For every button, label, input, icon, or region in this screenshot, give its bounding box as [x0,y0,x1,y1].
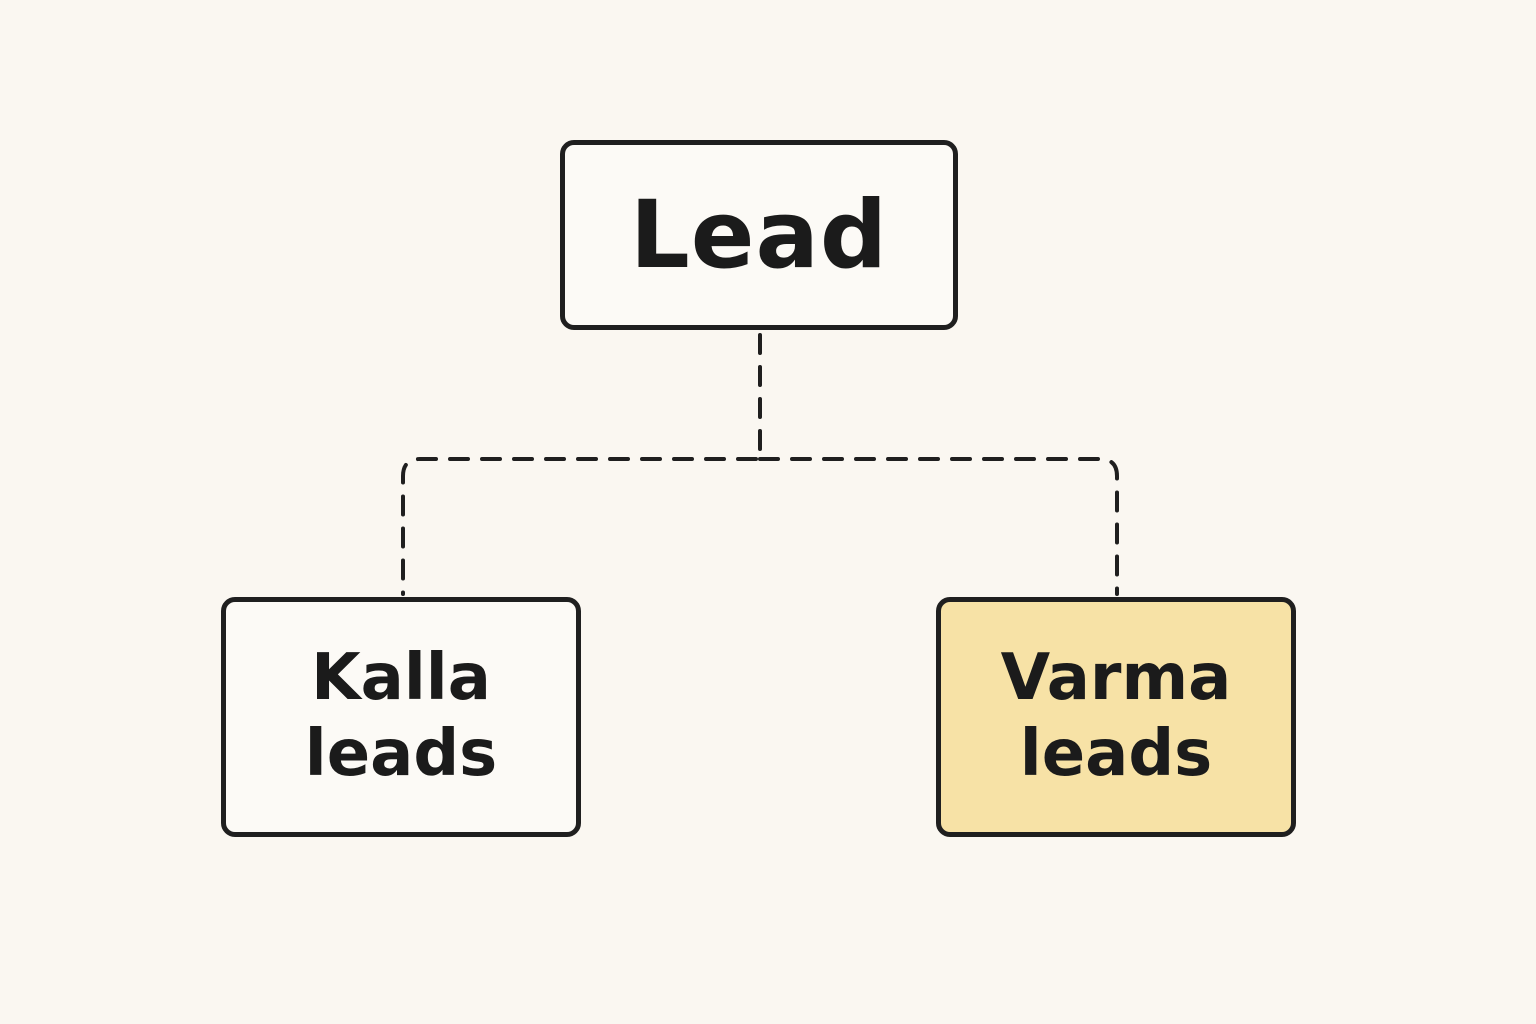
edge-lead-to-kalla [401,333,762,596]
kalla-leads-node: Kalla leads [221,597,581,837]
lead-node: Lead [560,140,958,330]
kalla-leads-label: Kalla leads [304,641,498,791]
varma-leads-node: Varma leads [936,597,1296,837]
edge-lead-to-varma [758,457,1119,596]
lead-label: Lead [629,180,889,290]
varma-leads-label: Varma leads [1000,641,1232,791]
